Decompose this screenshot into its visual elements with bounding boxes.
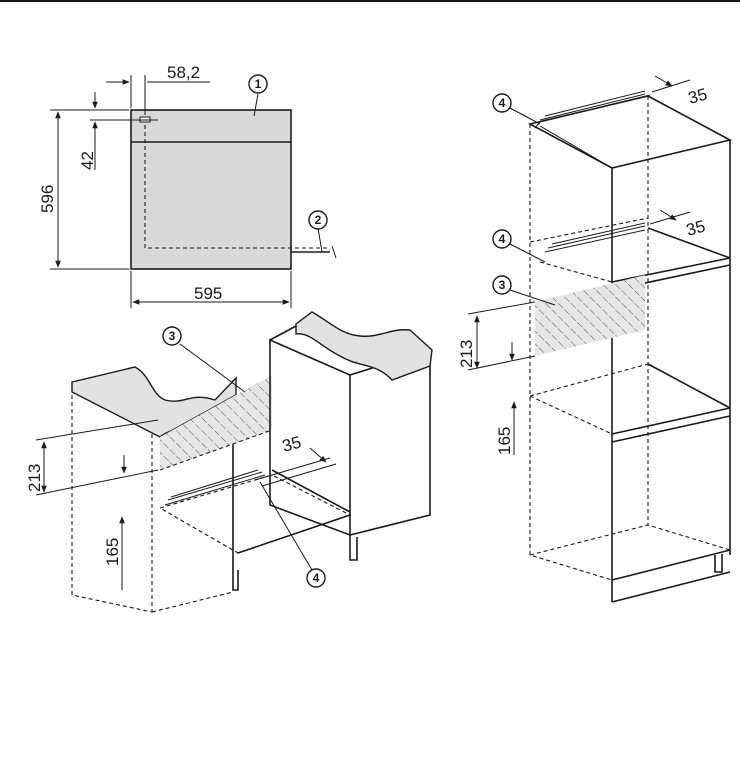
tall-dim-35-top-label: 35	[686, 85, 709, 108]
callout-4-tall-top-label: 4	[499, 96, 506, 110]
tall-dim-213-label: 213	[457, 340, 476, 368]
cable-end-mark	[332, 246, 336, 258]
dim-595-label: 595	[194, 284, 222, 303]
tall-dim-35-mid-label: 35	[684, 217, 707, 240]
vent-slot-hatch	[165, 470, 265, 505]
dim-596-label: 596	[38, 185, 57, 213]
callout-3-tall-label: 3	[499, 278, 506, 292]
shelf-upper-front	[612, 258, 730, 282]
front-view: 58,2 42 596 595 1 2	[38, 63, 336, 308]
dim-58-2-label: 58,2	[167, 63, 200, 82]
tall-unit-top	[530, 96, 730, 168]
undercounter-dim-165-label: 165	[103, 538, 122, 566]
callout-4-undercounter-label: 4	[313, 571, 320, 585]
callout-3-undercounter-label: 3	[169, 329, 176, 343]
undercounter-dim-213-label: 213	[25, 464, 44, 492]
shelf-lower-front	[612, 408, 730, 434]
callout-4-tall-mid-label: 4	[499, 232, 506, 246]
undercounter-view: 35 213 165 3 4	[25, 312, 432, 612]
undercounter-dim-35-label: 35	[280, 433, 303, 456]
tall-unit-view: 35 35 213 165 4 4 3	[457, 76, 730, 602]
dim-42-label: 42	[78, 151, 97, 170]
cabinet-floor-hidden	[160, 475, 350, 553]
tall-top-vent-hatch	[540, 91, 645, 120]
tall-oven-cutout-hatched	[535, 275, 645, 356]
tall-dim-165-label: 165	[495, 427, 514, 455]
oven-front-panel	[131, 110, 291, 269]
mid-vent-hatch	[545, 223, 645, 252]
callout-2-label: 2	[315, 213, 322, 227]
callout-1-label: 1	[255, 77, 262, 91]
